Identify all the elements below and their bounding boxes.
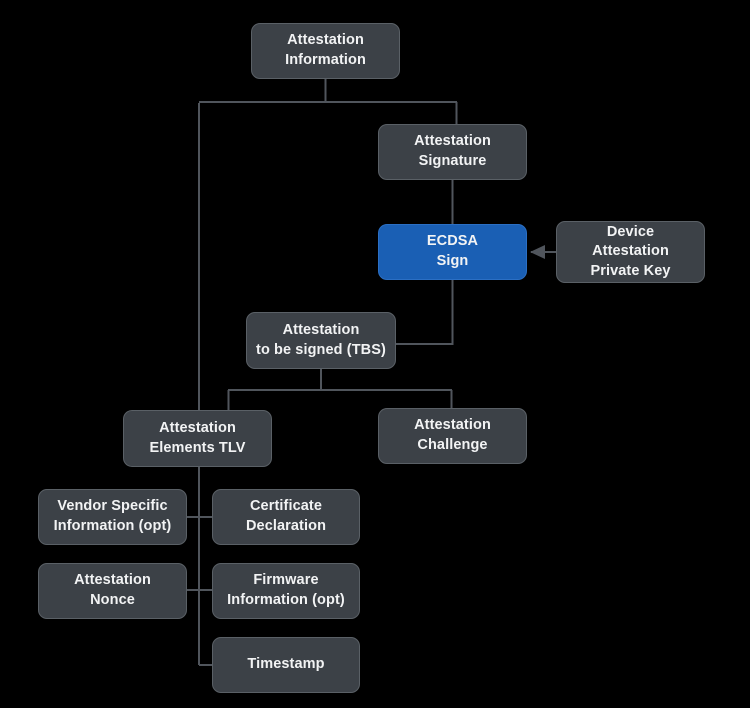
node-label-ecdsa-sign: ECDSA Sign	[426, 233, 479, 269]
node-attestation-signature[interactable]: Attestation Signature	[378, 124, 527, 180]
node-attestation-information[interactable]: Attestation Information	[251, 23, 400, 79]
node-certificate-declaration[interactable]: Certificate Declaration	[212, 489, 360, 545]
node-label-vendor-specific-information: Vendor Specific Information (opt)	[53, 498, 172, 534]
node-label-attestation-information: Attestation Information	[285, 32, 366, 68]
node-timestamp[interactable]: Timestamp	[212, 637, 360, 693]
node-label-firmware-information: Firmware Information (opt)	[227, 572, 345, 608]
node-ecdsa-sign[interactable]: ECDSA Sign	[378, 224, 527, 280]
arrow-privatekey-to-ecdsa	[530, 245, 545, 259]
node-attestation-challenge[interactable]: Attestation Challenge	[378, 408, 527, 464]
node-attestation-nonce[interactable]: Attestation Nonce	[38, 563, 187, 619]
node-label-attestation-nonce: Attestation Nonce	[74, 572, 151, 608]
node-attestation-elements-tlv[interactable]: Attestation Elements TLV	[123, 410, 272, 467]
node-label-attestation-tbs: Attestation to be signed (TBS)	[256, 321, 386, 358]
node-firmware-information[interactable]: Firmware Information (opt)	[212, 563, 360, 619]
node-vendor-specific-information[interactable]: Vendor Specific Information (opt)	[38, 489, 187, 545]
node-label-device-attestation-private-key: Device Attestation Private Key	[590, 223, 671, 279]
node-label-attestation-signature: Attestation Signature	[414, 133, 491, 169]
connector-ecdsa-to-tbs	[396, 280, 454, 345]
node-label-attestation-challenge: Attestation Challenge	[414, 417, 491, 453]
node-attestation-tbs[interactable]: Attestation to be signed (TBS)	[246, 312, 396, 369]
node-label-attestation-elements-tlv: Attestation Elements TLV	[149, 419, 246, 456]
node-device-attestation-private-key[interactable]: Device Attestation Private Key	[556, 221, 705, 283]
node-label-timestamp: Timestamp	[247, 656, 325, 673]
node-label-certificate-declaration: Certificate Declaration	[245, 498, 327, 534]
